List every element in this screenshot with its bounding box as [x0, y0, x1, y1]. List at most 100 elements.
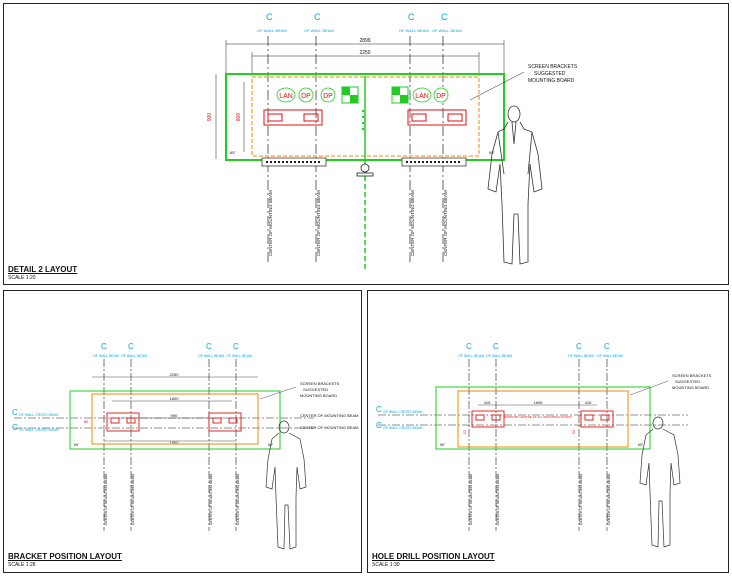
cl-symbol: C	[441, 12, 448, 22]
mounting-board-label: MOUNTING BOARD	[528, 78, 575, 84]
dim-side: 80	[84, 419, 89, 424]
checker-icon	[391, 86, 409, 104]
screen-brackets-label: SCREEN BRACKETS	[300, 381, 340, 386]
dim-bottom: 1900	[170, 440, 180, 445]
dp-label: DP	[301, 93, 311, 100]
panel-scale: SCALE 1:20	[8, 275, 36, 281]
center-mounting-beam-label: CENTER OF MOUNTING BEAM	[300, 425, 358, 430]
dim-outer-width: 2899	[359, 38, 370, 44]
dim-side: 22	[571, 429, 576, 434]
cl-symbol: C	[206, 342, 212, 351]
cl-symbol: C	[493, 342, 499, 351]
human-scale-figure	[265, 420, 307, 550]
screen-outline	[251, 76, 480, 157]
center-mounting-beam-label: CENTER OF MOUNTING BEAM	[496, 474, 500, 525]
wall-beam-label: OF WALL BEAM	[198, 354, 224, 358]
angle-label: 65"	[230, 150, 236, 155]
dim-inner: 990	[171, 413, 178, 418]
mounting-board-outline	[69, 390, 281, 450]
support-centre-note: SUPPORT CENTRE OF ALL MOUNTING POINTS	[504, 415, 572, 419]
screen-brackets-label: SCREEN BRACKETS	[528, 64, 578, 70]
panel-scale: SCALE 1:28	[8, 562, 36, 568]
cl-symbol: C	[466, 342, 472, 351]
screen-bracket	[208, 412, 242, 432]
wall-beam-label: OF WALL BEAM	[399, 28, 429, 33]
cl-symbol: C	[376, 405, 382, 414]
cl-symbol: C	[12, 408, 18, 417]
center-hanger-icon	[356, 163, 374, 177]
dp-badge	[298, 87, 314, 103]
cl-symbol: C	[408, 12, 415, 22]
bracket-slot	[411, 113, 427, 122]
suggested-label: SUGGESTED	[534, 71, 566, 77]
wall-cross-beam-label: OF WALL CROSS BEAM	[383, 426, 422, 430]
panel-title: HOLE DRILL POSITION LAYOUT	[372, 552, 495, 561]
screen-outline	[91, 393, 259, 445]
cl-symbol: C	[604, 342, 610, 351]
hole-drill-position-layout-panel: C C C C C C OF WALL BEAM OF WALL BEAM OF…	[367, 290, 729, 573]
lan-label: LAN	[279, 93, 293, 100]
wall-beam-label: OF WALL BEAM	[486, 354, 512, 358]
wall-beam-label: OF WALL BEAM	[597, 354, 623, 358]
panel-title: DETAIL 2 LAYOUT	[8, 265, 78, 274]
wall-cross-beam-label: OF WALL CROSS BEAM	[19, 413, 58, 417]
cl-symbol: C	[576, 342, 582, 351]
center-mounting-beam-label: CENTER OF MOUNTING BEAM	[607, 474, 611, 525]
detail-2-layout-panel: C C C C OF WALL BEAM OF WALL BEAM OF WAL…	[3, 3, 729, 285]
wall-beam-label: OF WALL BEAM	[257, 28, 287, 33]
dim-side: 22	[462, 429, 467, 434]
lan-badge	[412, 87, 432, 103]
suggested-label: SUGGESTED	[675, 379, 700, 384]
mounting-board-label: MOUNTING BOARD	[300, 393, 337, 398]
cl-symbol: C	[101, 342, 107, 351]
center-mounting-beam-label: CENTER OF MOUNTING BEAM	[131, 474, 135, 525]
screen-bracket	[471, 410, 505, 428]
detail-2-drawing: C C C C OF WALL BEAM OF WALL BEAM OF WAL…	[207, 12, 578, 272]
cl-symbol: C	[233, 342, 239, 351]
center-mounting-beam-label: CENTER OF MOUNTING BEAM	[268, 190, 273, 256]
screen-brackets-label: SCREEN BRACKETS	[672, 373, 712, 378]
cl-symbol: C	[128, 342, 134, 351]
wall-beam-label: OF WALL BEAM	[432, 28, 462, 33]
human-scale-figure	[639, 416, 681, 548]
suggested-label: SUGGESTED	[303, 387, 328, 392]
cl-symbol: C	[266, 12, 273, 22]
mounting-rail	[401, 157, 467, 167]
bracket-drawing: C C C C C C OF WALL BEAM OF WALL BEAM OF…	[12, 342, 358, 550]
wall-beam-label: OF WALL BEAM	[458, 354, 484, 358]
center-mounting-beam-label: CENTER OF MOUNTING BEAM	[316, 190, 321, 256]
leader-line	[469, 71, 525, 101]
wall-cross-beam-label: OF WALL CROSS BEAM	[383, 410, 422, 414]
checker-icon	[341, 86, 359, 104]
mounting-board-outline	[435, 386, 651, 450]
screen-bracket	[580, 410, 614, 428]
screen-bracket	[407, 109, 467, 126]
panel-title: BRACKET POSITION LAYOUT	[8, 552, 122, 561]
wall-beam-label: OF WALL BEAM	[568, 354, 594, 358]
dim-inner-width: 2250	[359, 50, 370, 56]
cl-symbol: C	[314, 12, 321, 22]
wall-beam-label: OF WALL BEAM	[226, 354, 252, 358]
dim-mid: 1600	[170, 396, 180, 401]
dp-label: DP	[436, 93, 446, 100]
angle-label: 65"	[74, 443, 80, 447]
human-scale-figure	[487, 105, 543, 265]
center-mounting-beam-label: CENTER OF MOUNTING BEAM	[410, 190, 415, 256]
dim-left: 415	[484, 400, 491, 405]
lan-badge	[276, 87, 296, 103]
wall-beam-label: OF WALL BEAM	[121, 354, 147, 358]
dim-inner-height: 800	[236, 113, 242, 122]
center-mounting-beam-label: CENTER OF MOUNTING BEAM	[443, 190, 448, 256]
dim-top: 2250	[170, 372, 180, 377]
bracket-position-layout-panel: C C C C C C OF WALL BEAM OF WALL BEAM OF…	[3, 290, 362, 573]
wall-beam-label: OF WALL BEAM	[304, 28, 334, 33]
screen-bracket	[106, 412, 140, 432]
cl-symbol: C	[12, 423, 18, 432]
dp-badge	[433, 87, 449, 103]
center-mounting-beam-label: CENTER OF MOUNTING BEAM	[104, 474, 108, 525]
lan-label: LAN	[415, 93, 429, 100]
bracket-slot	[267, 113, 283, 122]
center-mounting-beam-label: CENTER OF MOUNTING BEAM	[469, 474, 473, 525]
center-mounting-beam-label: CENTER OF MOUNTING BEAM	[209, 474, 213, 525]
wall-cross-beam-label: OF WALL CROSS BEAM	[19, 428, 58, 432]
